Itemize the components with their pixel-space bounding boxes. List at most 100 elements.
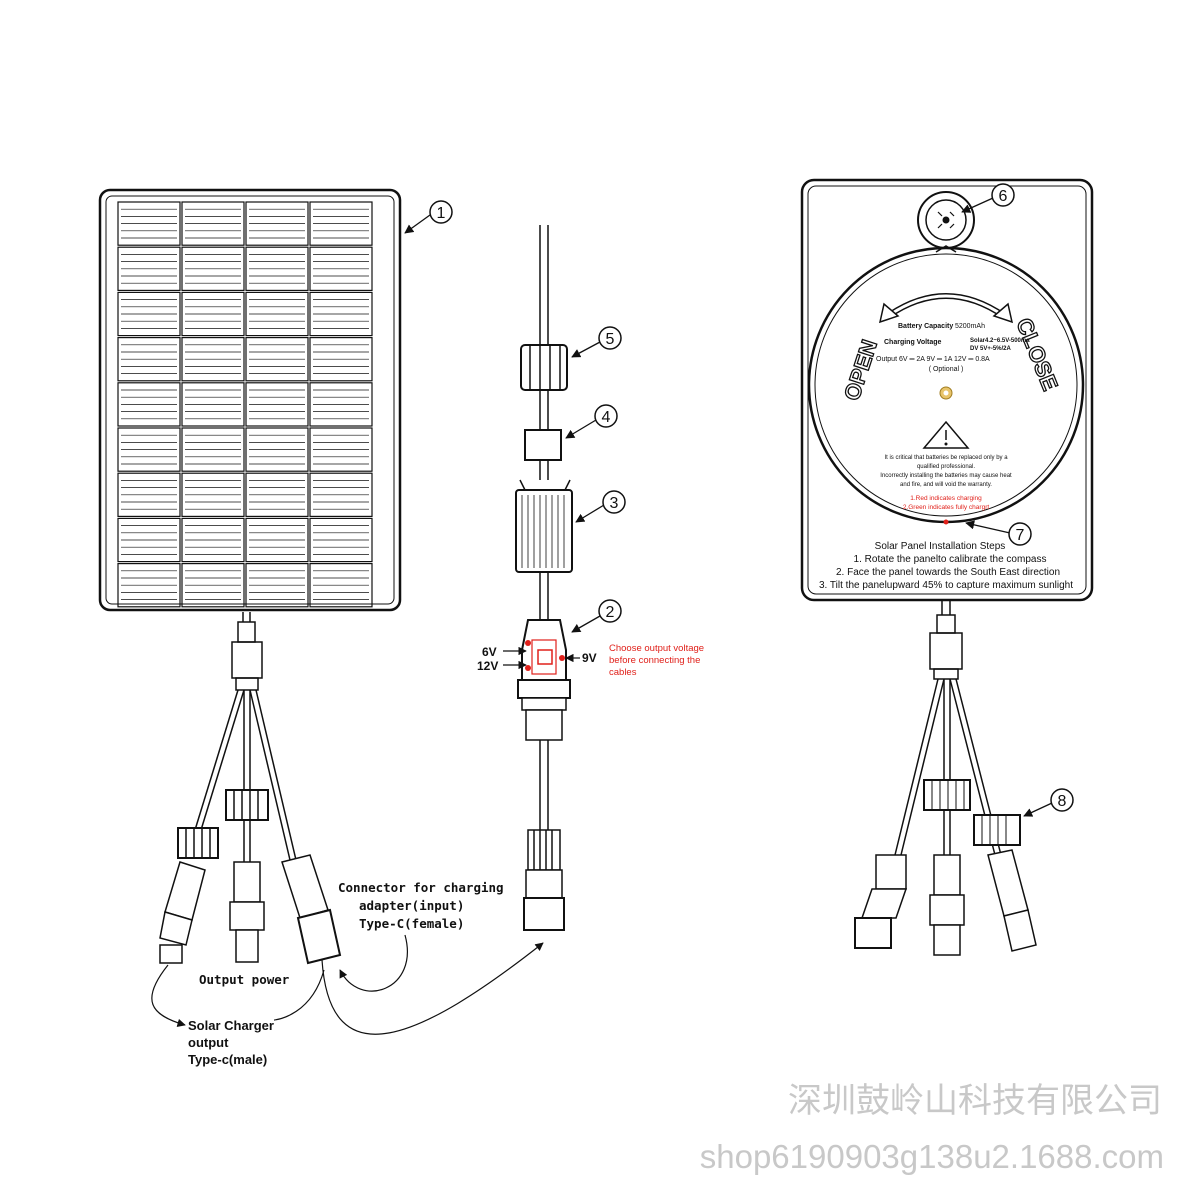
svg-text:4: 4 (602, 409, 611, 426)
solar-cell (245, 201, 309, 246)
solar-cell (245, 472, 309, 518)
solar-cell (181, 562, 245, 608)
solar-charger-label: Solar Charger output Type-c(male) (188, 1018, 274, 1067)
solar-cell (117, 337, 181, 382)
callout-4: 4 (594, 404, 618, 428)
solar-cell (245, 382, 309, 427)
solar-cell (117, 201, 181, 246)
svg-text:Solar Charger: Solar Charger (188, 1018, 274, 1033)
cable-assembly (515, 225, 573, 931)
solar-cell (309, 291, 373, 337)
svg-text:1. Rotate the panelto calibrat: 1. Rotate the panelto calibrate the comp… (854, 554, 1047, 565)
solar-cell (117, 382, 181, 427)
svg-text:8: 8 (1058, 793, 1067, 810)
svg-text:It is critical that batteries: It is critical that batteries be replace… (884, 455, 1008, 461)
solar-cell (117, 472, 181, 518)
svg-text:DV 5V+-5%/2A: DV 5V+-5%/2A (970, 346, 1012, 352)
svg-text:2.Green indicates fully chargr: 2.Green indicates fully chargrt (903, 504, 990, 511)
callout-5: 5 (598, 326, 622, 350)
solar-panel (98, 188, 402, 612)
svg-text:output: output (188, 1035, 229, 1050)
svg-text:Charging Voltage: Charging Voltage (884, 339, 942, 346)
solar-cell (181, 382, 245, 427)
label-12v: 12V (477, 659, 498, 673)
svg-text:cables: cables (609, 667, 637, 678)
panel-cable (159, 612, 342, 965)
solar-cell (309, 517, 373, 563)
solar-cell (181, 517, 245, 563)
solar-cell (181, 427, 245, 472)
voltage-pointers (503, 646, 580, 670)
svg-text:Battery Capacity: Battery Capacity (898, 323, 953, 330)
solar-cell (309, 472, 373, 518)
svg-text:before connecting the: before connecting the (609, 655, 700, 666)
svg-text:qualified professional.: qualified professional. (917, 464, 975, 470)
install-steps: Solar Panel Installation Steps 1. Rotate… (819, 541, 1073, 591)
solar-cell (181, 472, 245, 518)
solar-cell (181, 246, 245, 291)
solar-cell (309, 427, 373, 472)
solar-cells (117, 201, 373, 608)
svg-text:and fire, and will void the wa: and fire, and will void the warranty. (900, 482, 992, 488)
label-9v: 9V (582, 651, 597, 665)
solar-cell (117, 246, 181, 291)
svg-text:2. Face the panel towards the: 2. Face the panel towards the South East… (836, 567, 1060, 578)
svg-text:adapter(input): adapter(input) (359, 898, 464, 913)
solar-cell (245, 517, 309, 563)
solar-cell (181, 337, 245, 382)
controller-box (800, 178, 1094, 956)
svg-text:6: 6 (999, 188, 1008, 205)
solar-cell (309, 382, 373, 427)
svg-text:Incorrectly installing the bat: Incorrectly installing the batteries may… (880, 473, 1012, 479)
callout-2: 2 (598, 599, 622, 623)
svg-text:Type-C(female): Type-C(female) (359, 916, 464, 931)
solar-cell (309, 246, 373, 291)
callout-1: 1 (429, 200, 453, 224)
svg-text:2: 2 (606, 604, 615, 621)
callout-7: 7 (1008, 522, 1032, 546)
close-label: CLOSE (1011, 315, 1063, 395)
svg-text:1: 1 (437, 205, 446, 222)
curved-pointers (151, 934, 544, 1035)
svg-text:Output 6V ═ 2A 9V ═ 1A 12V: Output 6V ═ 2A 9V ═ 1A 12V ═ 0.8A (876, 356, 990, 363)
solar-cell (309, 201, 373, 246)
watermark-company: 深圳鼓岭山科技有限公司 (788, 1082, 1162, 1120)
solar-cell (309, 337, 373, 382)
solar-cell (245, 291, 309, 337)
solar-cell (117, 291, 181, 337)
svg-text:3. Tilt the panelupward 45% to: 3. Tilt the panelupward 45% to capture m… (819, 580, 1073, 591)
svg-text:5: 5 (606, 331, 615, 348)
svg-text:Type-c(male): Type-c(male) (188, 1052, 267, 1067)
solar-cell (245, 562, 309, 608)
voltage-switch-marks (525, 640, 565, 671)
label-6v: 6V (482, 645, 497, 659)
callout-3: 3 (602, 490, 626, 514)
open-label: OPEN (839, 337, 882, 404)
svg-text:Solar4.2~6.5V-500ma: Solar4.2~6.5V-500ma (970, 338, 1030, 344)
svg-text:( Optional ): ( Optional ) (929, 366, 964, 373)
callout-arrows (404, 197, 1053, 817)
solar-cell (245, 337, 309, 382)
solar-cell (245, 427, 309, 472)
svg-text:5200mAh: 5200mAh (955, 323, 985, 330)
connector-label: Connector for charging adapter(input) Ty… (338, 880, 504, 931)
solar-cell (117, 562, 181, 608)
svg-text:1.Red indicates charging: 1.Red indicates charging (910, 495, 982, 502)
solar-cell (245, 246, 309, 291)
voltage-note: Choose output voltage before connecting … (609, 643, 704, 678)
solar-cell (117, 427, 181, 472)
dial-labels: OPEN CLOSE Battery Capacity 5200mAh Char… (838, 314, 1063, 511)
solar-cell (181, 201, 245, 246)
svg-text:3: 3 (610, 495, 619, 512)
watermark-url: shop6190903g138u2.1688.com (700, 1138, 1164, 1175)
svg-text:7: 7 (1016, 527, 1025, 544)
solar-cell (309, 562, 373, 608)
solar-cell (117, 517, 181, 563)
svg-text:Choose output voltage: Choose output voltage (609, 643, 704, 654)
svg-text:Connector for charging: Connector for charging (338, 880, 504, 895)
solar-cell (181, 291, 245, 337)
callout-6: 6 (991, 183, 1015, 207)
callout-8: 8 (1050, 788, 1074, 812)
install-title: Solar Panel Installation Steps (875, 541, 1006, 552)
